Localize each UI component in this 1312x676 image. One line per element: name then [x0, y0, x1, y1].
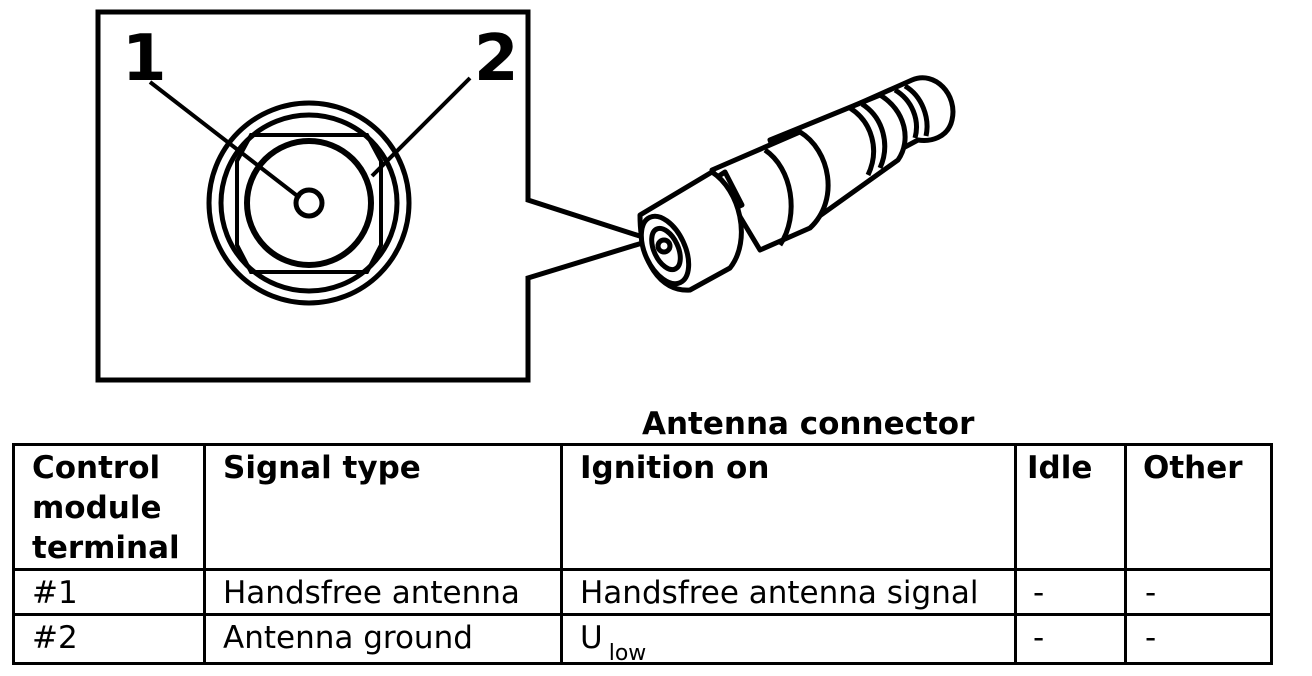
header-signal-type: Signal type: [203, 443, 563, 571]
antenna-connector-side-view: [637, 75, 956, 293]
socket-front-view: [206, 100, 412, 306]
cell-idle: -: [1014, 613, 1127, 665]
cell-signal: Antenna ground: [203, 613, 563, 665]
callout-1-label: 1: [122, 22, 167, 96]
inset-frame: [95, 9, 661, 383]
cell-terminal: #2: [12, 613, 206, 665]
cell-idle: -: [1014, 568, 1127, 616]
cell-ignition-subscript: low: [608, 641, 647, 664]
cell-other: -: [1124, 613, 1273, 665]
cell-ignition-main: U: [580, 620, 603, 656]
header-other: Other: [1124, 443, 1273, 571]
table-row: #1 Handsfree antenna Handsfree antenna s…: [12, 568, 1273, 616]
header-ignition-on: Ignition on: [560, 443, 1017, 571]
cell-terminal: #1: [12, 568, 206, 616]
header-idle: Idle: [1014, 443, 1127, 571]
callout-1-leader: [148, 80, 302, 200]
callout-2-label: 2: [474, 22, 519, 96]
cell-signal: Handsfree antenna: [203, 568, 563, 616]
connector-diagram: 1 2: [95, 9, 956, 383]
callout-2-leader: [370, 76, 472, 178]
cell-ignition: Handsfree antenna signal: [560, 568, 1017, 616]
diagram-caption: Antenna connector: [642, 406, 975, 442]
cell-other: -: [1124, 568, 1273, 616]
